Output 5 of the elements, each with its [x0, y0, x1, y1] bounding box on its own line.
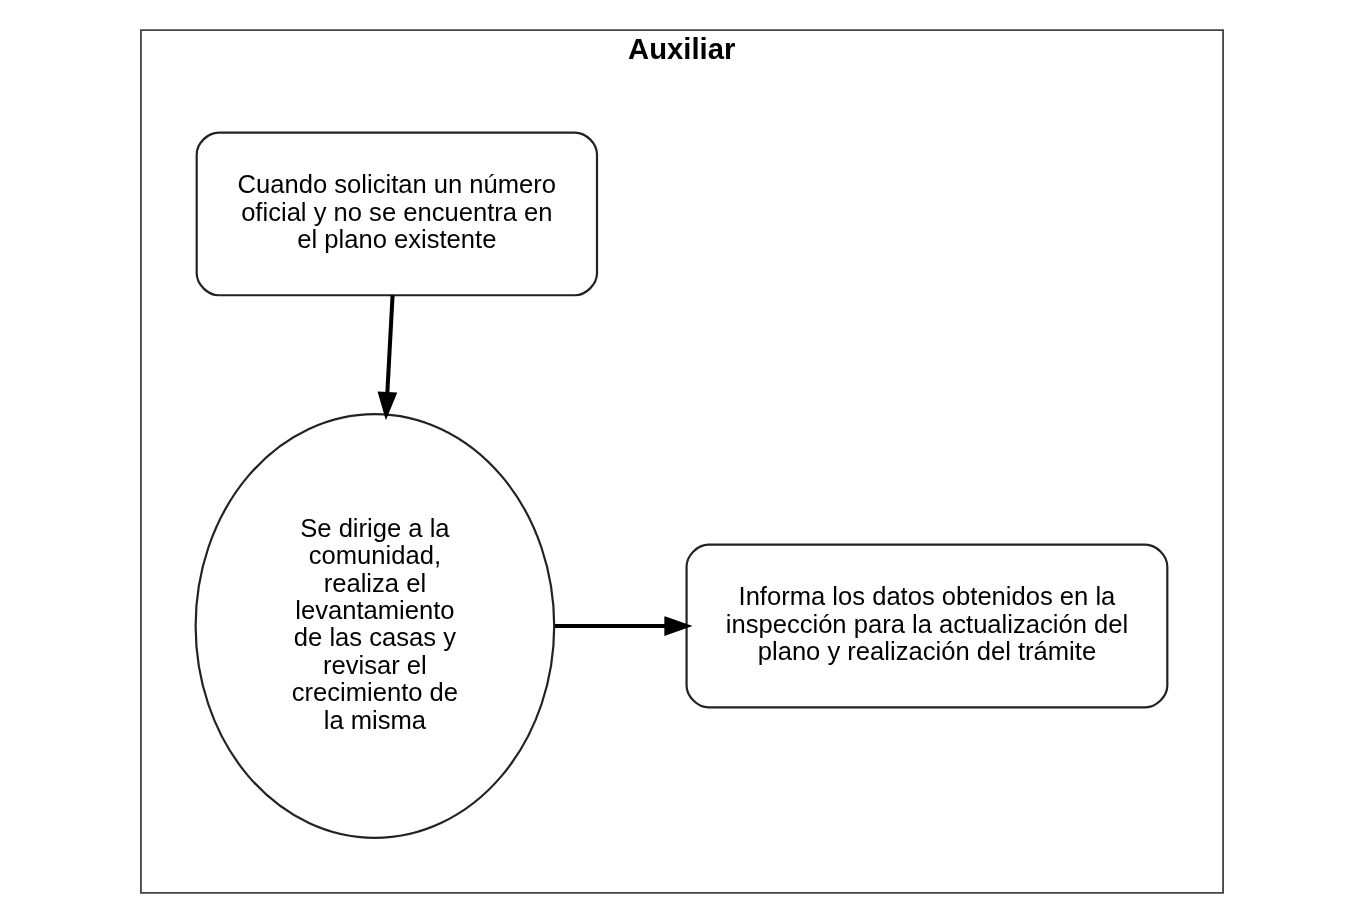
- arrow: [377, 295, 397, 421]
- node-box: Informa los datos obtenidos en la inspección para la actualización del plano y realización del trámite: [684, 543, 1168, 709]
- node-box: Cuando solicitan un número oficial y no se encuentra en el plano existente: [195, 131, 598, 297]
- node-ellipse: Se dirige a la comunidad, realiza el levantamiento de las casas y revisar el crecimiento de la misma: [194, 413, 555, 839]
- arrow: [554, 616, 693, 636]
